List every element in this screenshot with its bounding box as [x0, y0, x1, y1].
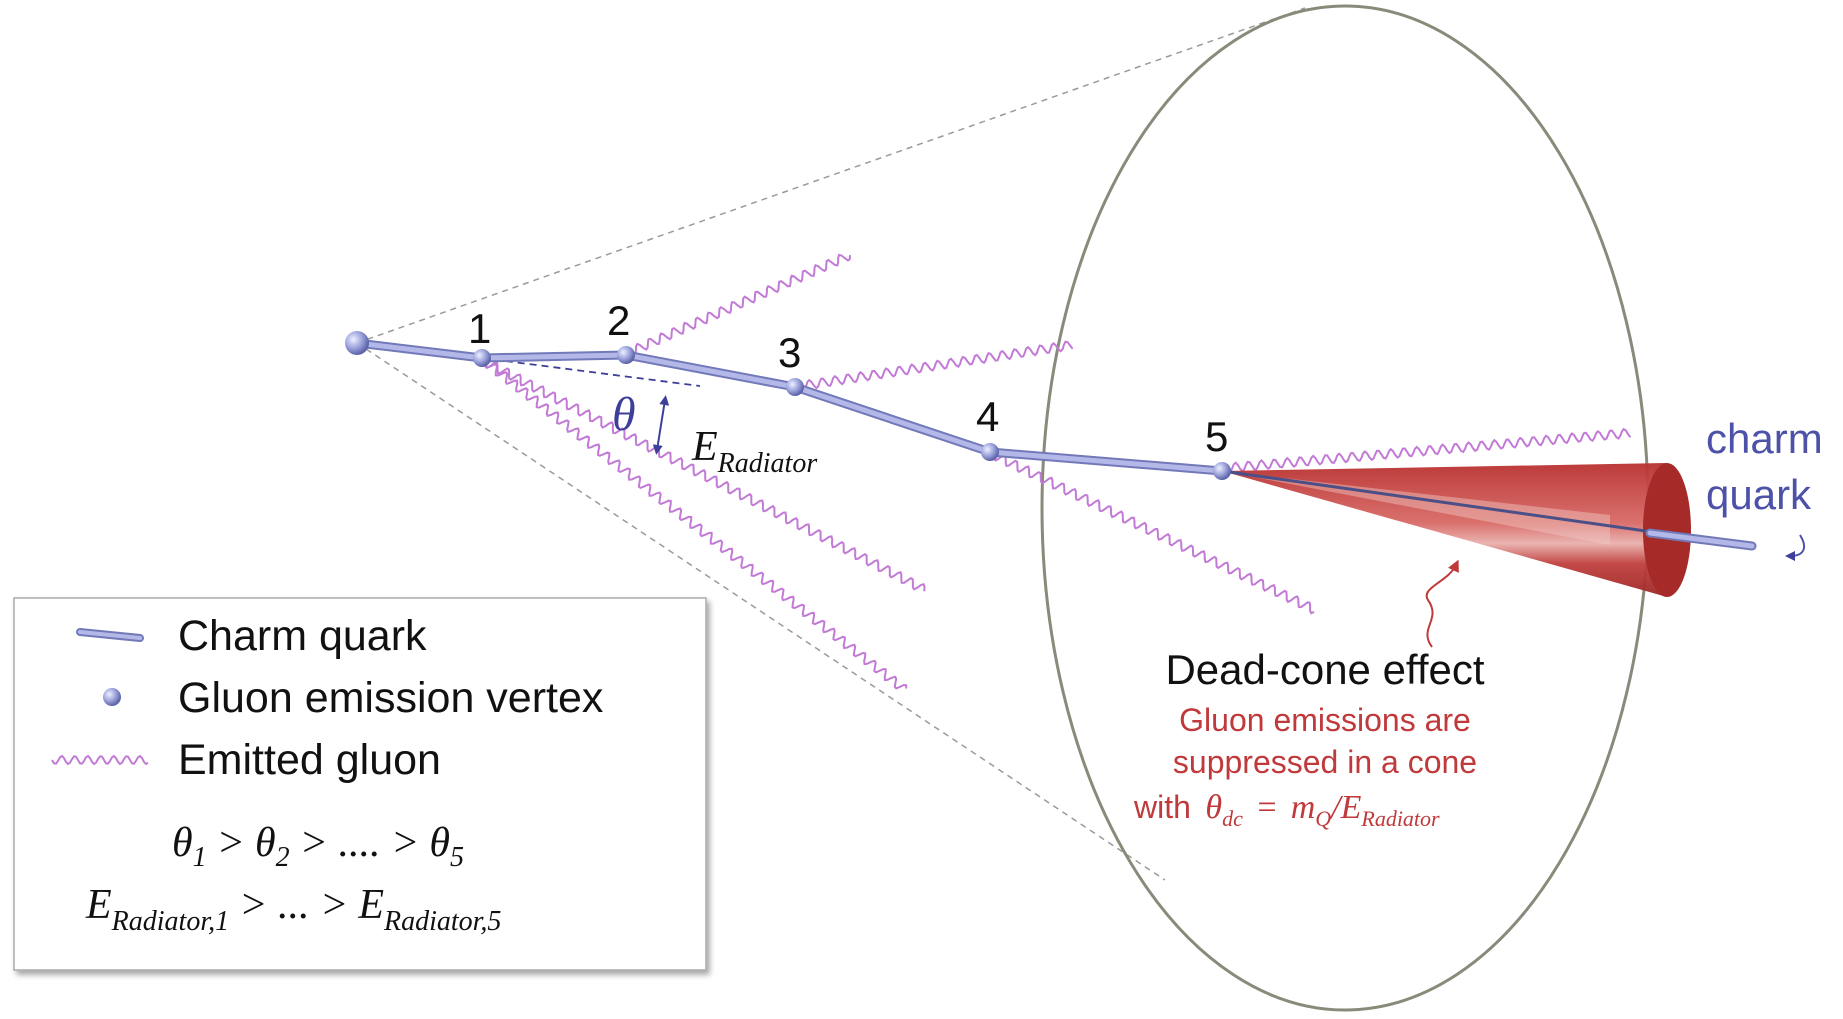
- quark-line-icon: [76, 628, 144, 642]
- e-radiator-label: ERadiator: [691, 424, 817, 479]
- charm-quark-track: [352, 338, 1757, 551]
- dead-cone-title: Dead-cone effect: [1165, 646, 1484, 693]
- gluon-4-line: [993, 454, 1315, 615]
- dead-cone-desc-1: Gluon emissions are: [1179, 702, 1471, 738]
- dead-cone-shape: [1222, 463, 1691, 597]
- gluon-group: [484, 253, 1632, 690]
- curly-arrow-icon: [1785, 534, 1806, 561]
- theta-label: θ: [612, 388, 636, 441]
- angle-ordering: θ1 > θ2 > .... > θ5: [172, 820, 464, 873]
- dead-cone-desc-2: suppressed in a cone: [1173, 744, 1477, 780]
- vertex-label-4: 4: [976, 393, 999, 440]
- dashed-envelope-bottom: [356, 342, 1166, 881]
- gluon-1b-line: [484, 361, 908, 690]
- vertex-label-1: 1: [468, 305, 491, 352]
- energy-ordering: ERadiator,1 > ... > ERadiator,5: [85, 882, 501, 937]
- theta-reference-line: [481, 357, 701, 387]
- origin-vertex: [345, 331, 369, 355]
- gluon-wave-icon: [51, 754, 149, 766]
- gluon-5-line: [1225, 427, 1632, 474]
- red-pointer-arrow: [1425, 559, 1459, 648]
- legend-box: [13, 597, 707, 971]
- theta-double-arrow: [652, 395, 670, 455]
- vertex-3: [786, 378, 804, 396]
- vertex-label-3: 3: [778, 329, 801, 376]
- legend-label-emitted-gluon: Emitted gluon: [178, 736, 441, 784]
- legend-label-vertex: Gluon emission vertex: [178, 674, 604, 722]
- vertex-label-2: 2: [607, 297, 630, 344]
- dashed-envelope-top: [356, 7, 1306, 344]
- vertex-dot-icon: [103, 688, 121, 706]
- dead-cone-desc-3: with θdc = mQ/ERadiator: [1133, 789, 1440, 831]
- vertex-1: [473, 349, 491, 367]
- vertex-2: [617, 346, 635, 364]
- quark-label: quark: [1706, 471, 1812, 518]
- gluon-1a-line: [485, 361, 926, 592]
- vertex-label-5: 5: [1205, 413, 1228, 460]
- vertex-4: [981, 443, 999, 461]
- charm-label: charm: [1706, 415, 1823, 462]
- gluon-2-line: [629, 253, 852, 356]
- legend: Charm quark Gluon emission vertex Emitte…: [13, 597, 707, 971]
- legend-label-charm-quark: Charm quark: [178, 612, 427, 660]
- vertex-5: [1213, 462, 1231, 480]
- gluon-3-line: [799, 340, 1074, 391]
